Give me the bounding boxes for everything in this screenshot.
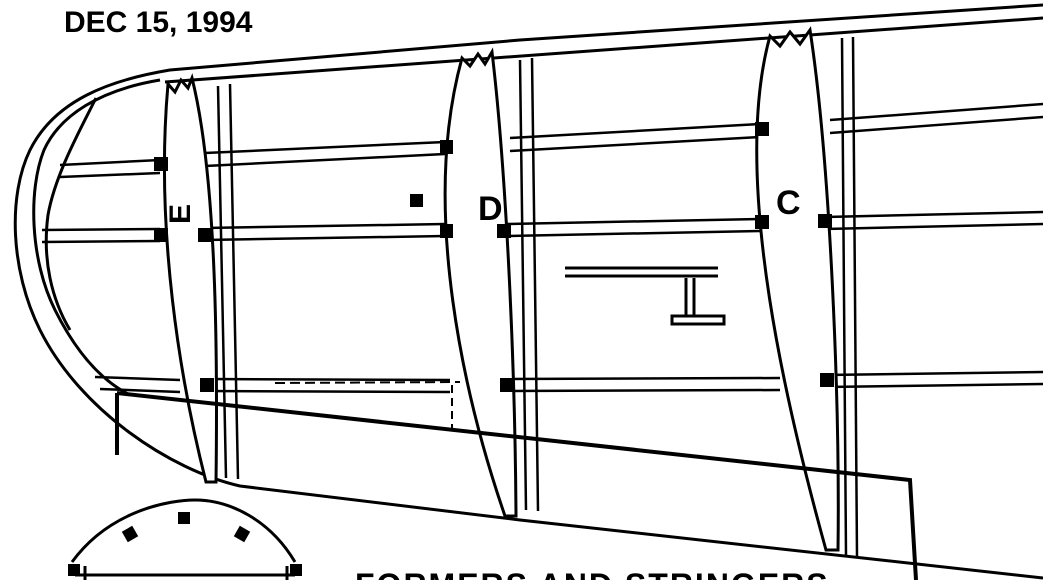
- former-d: [443, 47, 518, 518]
- block-c-mid-right[interactable]: [818, 214, 832, 228]
- block-d-mid[interactable]: [440, 224, 453, 238]
- cs-block-2: [178, 512, 190, 524]
- hidden-line-horizontal: [274, 381, 461, 384]
- stringer-mid-3b: [504, 229, 761, 238]
- stringer-upper-1b: [59, 171, 161, 179]
- rib-e-a: [216, 85, 228, 479]
- i-beam-foot: [670, 314, 726, 326]
- stringer-mid-2b: [204, 234, 446, 242]
- cross-section-arc: [70, 498, 297, 563]
- former-e: [162, 73, 219, 484]
- former-label-c: C: [776, 184, 801, 222]
- fuselage-nose-inner: [32, 78, 161, 397]
- cross-section-blocks: [68, 512, 302, 576]
- rib-e-b: [228, 83, 240, 480]
- stringer-upper-1a: [59, 158, 161, 167]
- stringer-mid-1a: [41, 227, 161, 232]
- stringer-mid-1b: [41, 239, 161, 244]
- cs-block-5: [290, 564, 302, 576]
- stringer-low-4b: [824, 382, 1043, 389]
- block-d-low-right[interactable]: [500, 378, 514, 392]
- stringer-upper-4b: [829, 115, 1043, 135]
- rib-d-b: [530, 57, 540, 512]
- block-e-upper[interactable]: [154, 157, 168, 171]
- block-d-upper[interactable]: [440, 140, 453, 154]
- former-c: [755, 26, 840, 552]
- block-e-mid[interactable]: [154, 228, 168, 242]
- stringer-mid-4a: [824, 210, 1043, 219]
- block-d-mid-right[interactable]: [497, 224, 511, 238]
- block-c-upper[interactable]: [755, 122, 769, 136]
- stringer-low-3a: [504, 376, 781, 381]
- drawing-date: DEC 15, 1994: [64, 6, 253, 39]
- stringer-low-1b: [99, 387, 181, 394]
- keel-wedge-outline: [115, 391, 918, 580]
- drawing-caption: FORMERS AND STRINGERS: [355, 567, 830, 580]
- stringer-low-2b: [204, 389, 451, 394]
- block-e-low-right[interactable]: [200, 378, 214, 392]
- stringer-mid-2a: [204, 222, 446, 230]
- fuselage-top-inner: [164, 16, 1043, 84]
- cs-block-1: [121, 525, 139, 543]
- stringer-mid-4b: [824, 222, 1043, 231]
- fuselage-nose-inner-2: [44, 97, 98, 331]
- attachment-blocks[interactable]: [154, 122, 834, 392]
- i-beam-section: [565, 266, 726, 326]
- hidden-lines: [274, 381, 461, 430]
- rib-c-b: [851, 36, 859, 557]
- rib-c-a: [840, 37, 848, 556]
- stringer-upper-3b: [509, 135, 761, 153]
- former-label-e: E: [164, 204, 197, 224]
- stringer-upper-4a: [829, 102, 1043, 122]
- stringer-low-4a: [824, 370, 1043, 377]
- stringer-low-1a: [94, 375, 181, 382]
- cross-section-inset: [68, 498, 302, 580]
- block-c-mid[interactable]: [755, 215, 769, 229]
- block-e-mid-right[interactable]: [198, 228, 212, 242]
- stringer-low-3b: [504, 388, 781, 393]
- vertical-ribs: [216, 36, 859, 557]
- stringer-upper-3a: [509, 122, 761, 140]
- keel-wedge: [115, 391, 918, 580]
- stringer-mid-3a: [504, 217, 761, 226]
- formers: [162, 26, 840, 552]
- block-c-low-right[interactable]: [820, 373, 834, 387]
- rib-d-a: [518, 59, 528, 511]
- former-label-d: D: [478, 190, 503, 228]
- fuselage-top-skin: [13, 3, 1043, 580]
- fuselage-outline: [13, 3, 1043, 580]
- stringer-upper-2a: [204, 140, 446, 155]
- stringer-low-2a: [204, 377, 451, 382]
- cs-block-3: [233, 525, 251, 543]
- cs-block-4: [68, 564, 80, 576]
- block-d-left[interactable]: [410, 194, 423, 207]
- stringers: [41, 102, 1043, 394]
- stringer-upper-2b: [204, 152, 446, 168]
